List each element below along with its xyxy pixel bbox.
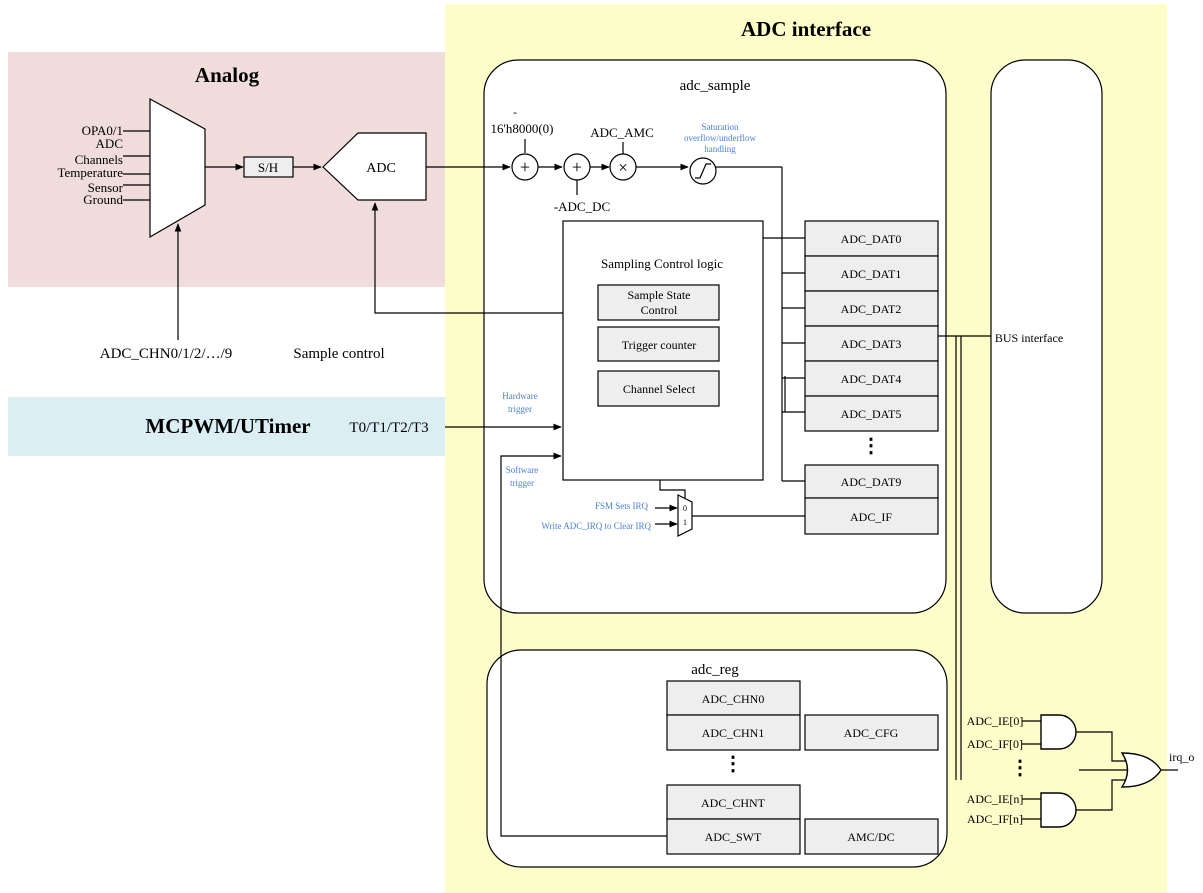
data-register-label: ADC_DAT4: [841, 372, 902, 386]
sample-hold-label: S/H: [258, 160, 278, 175]
software-trigger-wire: [500, 452, 667, 837]
andn-to-or-wire: [1076, 779, 1128, 811]
and-gate-0: [1040, 714, 1077, 750]
mux-input-labels: OPA0/1 ADC Channels Temperature Sensor G…: [58, 123, 124, 207]
trigger-counter: [597, 326, 720, 362]
minus-sign: -: [513, 105, 517, 119]
irq-mux: [677, 494, 693, 537]
and0-to-or-wire: [1076, 731, 1128, 762]
amc-dc-register: [804, 818, 939, 855]
sample-state-label-line: Sample State: [628, 288, 691, 302]
offset-adder-symbol: +: [520, 157, 530, 177]
cfg-register-label: ADC_CFG: [844, 726, 899, 740]
chn0-register: [666, 680, 801, 716]
sample-state-control: [597, 284, 720, 321]
or-gate: [1120, 752, 1162, 788]
if0-label: ADC_IF[0]: [967, 737, 1023, 751]
adc-reg-module: [486, 649, 948, 868]
fsm-irq-label: FSM Sets IRQ: [595, 501, 649, 511]
ie0-label: ADC_IE[0]: [967, 714, 1024, 728]
trigger-sources-label: T0/T1/T2/T3: [349, 420, 428, 436]
data-register-stack: ADC_DAT0 ADC_DAT1 ADC_DAT2 ADC_DAT3 ADC_…: [804, 220, 939, 432]
chn1-register: [666, 714, 801, 751]
analog-mux: [149, 97, 206, 239]
adc-sample-title: adc_sample: [680, 78, 751, 94]
channel-select: [597, 370, 720, 407]
channel-select-box-label: Channel Select: [623, 382, 696, 396]
saturation-label-line: Saturation: [702, 122, 739, 132]
bus-interface-label: BUS interface: [995, 331, 1063, 345]
cfg-register: [804, 714, 939, 751]
hardware-trigger-line: Hardware: [502, 391, 537, 401]
chn-register-ellipsis: ⋮: [723, 753, 743, 775]
adc-converter-label: ADC: [366, 161, 396, 176]
sampling-control-title: Sampling Control logic: [601, 256, 723, 271]
data-register-ellipsis: ⋮: [861, 435, 881, 457]
dc-adder-symbol: +: [572, 157, 582, 177]
write-irq-label: Write ADC_IRQ to Clear IRQ: [541, 521, 651, 531]
chn1-register-label: ADC_CHN1: [702, 726, 765, 740]
data-register: [804, 325, 939, 362]
mux-input-label: ADC: [96, 136, 123, 151]
data-register-label: ADC_DAT1: [841, 267, 902, 281]
irq-ellipsis: ⋮: [1010, 757, 1030, 779]
mux-input-label: OPA0/1: [82, 123, 123, 138]
sample-state-label-line: Control: [641, 303, 678, 317]
offset-constant-label: 16'h8000(0): [490, 121, 553, 136]
sample-control-label: Sample control: [293, 346, 384, 362]
adc-reg-title: adc_reg: [691, 662, 739, 678]
mcpwm-region: [8, 397, 445, 456]
swt-register-label: ADC_SWT: [705, 830, 762, 844]
chn0-register-label: ADC_CHN0: [702, 692, 765, 706]
data-register: [804, 255, 939, 292]
last-data-register-label: ADC_DAT9: [841, 475, 902, 489]
data-register: [804, 220, 939, 257]
amc-label: ADC_AMC: [590, 125, 654, 140]
irq-mux-one: 1: [683, 518, 687, 527]
dc-label: -ADC_DC: [554, 199, 610, 214]
saturation-label-line: handling: [704, 144, 736, 154]
channel-select-label: ADC_CHN0/1/2/…/9: [100, 346, 233, 362]
chnt-register-label: ADC_CHNT: [701, 796, 766, 810]
data-register: [804, 395, 939, 432]
software-trigger-line: Software: [506, 465, 539, 475]
saturation-curve-icon: [695, 163, 711, 179]
data-register-label: ADC_DAT3: [841, 337, 902, 351]
mux-input-label: Ground: [83, 192, 123, 207]
adc-interface-title: ADC interface: [741, 17, 871, 41]
fsm-irq-wire: [659, 480, 686, 498]
last-data-register: [804, 464, 939, 499]
irq-mux-zero: 0: [683, 504, 687, 513]
and-gate-n: [1040, 792, 1077, 828]
hardware-trigger-line: trigger: [508, 404, 532, 414]
data-register-label: ADC_DAT0: [841, 232, 902, 246]
swt-register: [666, 818, 801, 855]
mux-input-lines: [123, 130, 150, 201]
mcpwm-title: MCPWM/UTimer: [145, 414, 310, 438]
analog-title: Analog: [195, 63, 260, 87]
data-register: [804, 360, 939, 397]
mux-input-label: Sensor: [88, 180, 124, 195]
sample-control-wire: [371, 202, 563, 314]
irq-output-label: irq_o: [1169, 750, 1194, 764]
amc-multiplier-symbol: ×: [618, 158, 628, 177]
software-trigger-line: trigger: [510, 478, 534, 488]
interrupt-flag-label: ADC_IF: [850, 510, 892, 524]
data-bus-taps: [763, 237, 805, 482]
ien-label: ADC_IE[n]: [967, 792, 1024, 806]
ifn-label: ADC_IF[n]: [967, 812, 1023, 826]
mux-input-label: Temperature: [58, 165, 124, 180]
chnt-register: [666, 784, 801, 820]
saturation-label: Saturation overflow/underflow handling: [684, 122, 756, 154]
trigger-counter-label: Trigger counter: [622, 338, 697, 352]
saturation-label-line: overflow/underflow: [684, 133, 756, 143]
data-register-label: ADC_DAT5: [841, 407, 902, 421]
amc-dc-register-label: AMC/DC: [847, 830, 894, 844]
data-register-label: ADC_DAT2: [841, 302, 902, 316]
mux-input-label: Channels: [75, 152, 123, 167]
